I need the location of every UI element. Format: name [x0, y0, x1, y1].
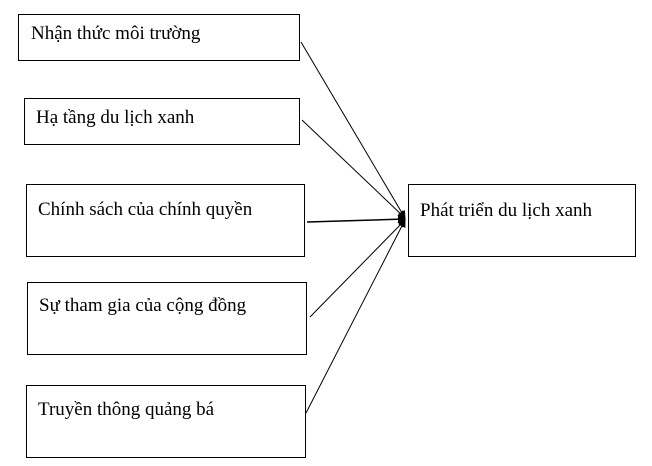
arrow-factor-5 [305, 219, 406, 414]
factor-label-5: Truyền thông quảng bá [38, 399, 215, 420]
factor-label-4: Sự tham gia của cộng đồng [39, 295, 247, 316]
arrow-factor-1 [300, 41, 406, 219]
factor-box-4: Sự tham gia của cộng đồng [27, 282, 307, 355]
factor-box-3: Chính sách của chính quyền [26, 184, 305, 257]
arrow-factor-3 [306, 215, 406, 224]
outcome-label: Phát triển du lịch xanh [420, 200, 593, 221]
factor-box-5: Truyền thông quảng bá [26, 385, 306, 458]
factor-box-2: Hạ tầng du lịch xanh [24, 98, 300, 145]
factor-label-3: Chính sách của chính quyền [38, 199, 253, 220]
factor-box-1: Nhận thức môi trường [18, 14, 300, 61]
factor-label-1: Nhận thức môi trường [31, 23, 201, 44]
outcome-box: Phát triển du lịch xanh [408, 184, 636, 257]
factor-label-2: Hạ tầng du lịch xanh [36, 107, 195, 128]
arrow-factor-2 [301, 119, 406, 219]
arrow-factor-4 [309, 219, 406, 318]
